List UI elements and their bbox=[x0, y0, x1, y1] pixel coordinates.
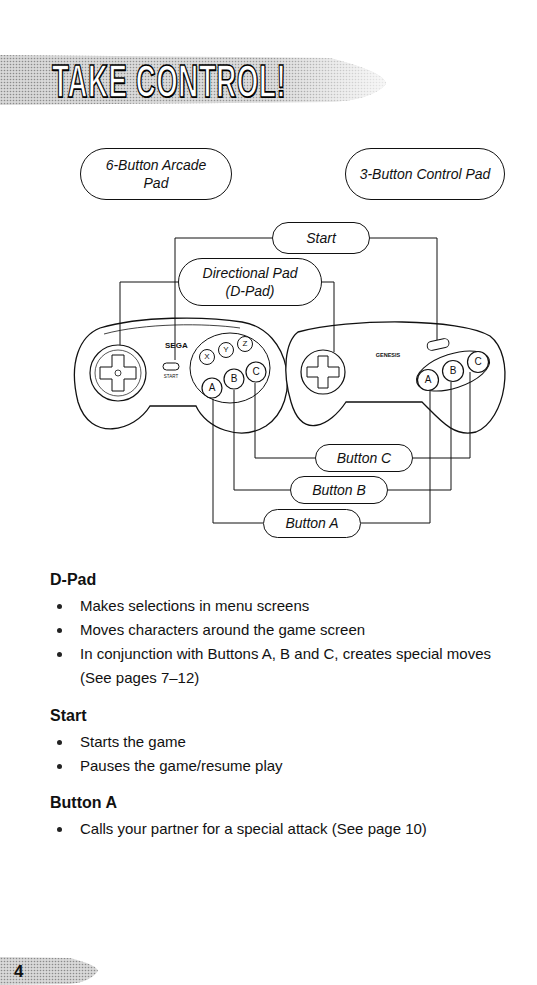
leader-line bbox=[370, 238, 437, 340]
bullet-dot bbox=[57, 652, 62, 657]
bullet-dot bbox=[57, 764, 62, 769]
bullet-text: Makes selections in menu screens bbox=[80, 594, 520, 618]
dpad-ring bbox=[90, 345, 146, 401]
button-a bbox=[202, 378, 222, 398]
callout-text: Directional Pad (D-Pad) bbox=[191, 264, 309, 300]
brand-logo: SEGA bbox=[165, 341, 188, 351]
start-button bbox=[163, 363, 179, 370]
callout-text: Button C bbox=[337, 449, 391, 467]
leader-line bbox=[388, 382, 451, 490]
six-button-pad-rim bbox=[104, 325, 240, 334]
button-letter: Z bbox=[243, 340, 248, 348]
three-button-pad bbox=[286, 322, 505, 433]
section-heading: Button A bbox=[50, 793, 117, 813]
button-y bbox=[219, 343, 234, 358]
callout-box: 3-Button Control Pad bbox=[345, 148, 505, 200]
dpad-center bbox=[115, 370, 121, 376]
button-b bbox=[224, 369, 244, 389]
button-cluster bbox=[190, 333, 270, 403]
bullet-dot bbox=[57, 604, 62, 609]
dpad-ring bbox=[301, 350, 345, 394]
section-heading: Start bbox=[50, 706, 86, 726]
dpad-cross bbox=[307, 356, 339, 388]
callout-box: 6-Button Arcade Pad bbox=[80, 148, 232, 200]
button-letter: C bbox=[252, 367, 259, 377]
leader-line bbox=[255, 383, 315, 458]
bullet-dot bbox=[57, 827, 62, 832]
button-c bbox=[246, 362, 266, 382]
dpad-ring-inner bbox=[95, 350, 141, 396]
bullet-text: Moves characters around the game screen bbox=[80, 618, 520, 642]
leader-line bbox=[234, 390, 290, 490]
button-letter: A bbox=[425, 375, 432, 385]
start-button bbox=[426, 338, 449, 351]
page-number: 4 bbox=[14, 961, 23, 982]
callout-text: Start bbox=[306, 229, 336, 247]
bullet-text: Pauses the game/resume play bbox=[80, 754, 520, 778]
callout-text: 6-Button Arcade Pad bbox=[93, 156, 219, 192]
bullet-text: In conjunction with Buttons A, B and C, … bbox=[80, 642, 510, 690]
page-title: TAKE CONTROL! bbox=[52, 53, 286, 111]
leader-line bbox=[120, 282, 178, 345]
leader-line bbox=[213, 399, 263, 523]
callout-box: Directional Pad (D-Pad) bbox=[178, 258, 322, 306]
leader-lines bbox=[120, 238, 470, 523]
bullet-text: Calls your partner for a special attack … bbox=[80, 817, 520, 841]
leader-line bbox=[413, 372, 470, 458]
dpad-cross bbox=[100, 355, 136, 391]
button-letter: B bbox=[450, 366, 457, 376]
callout-box: Button B bbox=[290, 476, 388, 504]
button-cluster bbox=[412, 343, 495, 399]
button-x bbox=[200, 350, 215, 365]
callout-box: Button C bbox=[315, 444, 413, 472]
callout-box: Button A bbox=[263, 509, 361, 538]
button-a bbox=[418, 370, 439, 391]
button-c bbox=[468, 352, 489, 373]
button-z bbox=[238, 337, 253, 352]
bullet-dot bbox=[57, 740, 62, 745]
button-b bbox=[443, 361, 464, 382]
page-band bbox=[0, 957, 98, 985]
leader-line bbox=[322, 282, 334, 352]
callout-text: Button B bbox=[312, 481, 366, 499]
brand-logo: GENESIS bbox=[376, 353, 400, 359]
six-button-pad bbox=[74, 318, 287, 433]
bullet-text: Starts the game bbox=[80, 730, 520, 754]
callout-text: Button A bbox=[285, 514, 338, 532]
callout-box: Start bbox=[272, 222, 370, 254]
button-label: START bbox=[164, 375, 178, 380]
bullet-dot bbox=[57, 628, 62, 633]
button-letter: Y bbox=[223, 346, 228, 354]
callout-text: 3-Button Control Pad bbox=[360, 165, 491, 183]
section-heading: D-Pad bbox=[50, 570, 96, 590]
button-letter: X bbox=[204, 353, 209, 361]
button-letter: A bbox=[209, 383, 216, 393]
button-letter: C bbox=[474, 357, 481, 367]
button-letter: B bbox=[231, 374, 238, 384]
